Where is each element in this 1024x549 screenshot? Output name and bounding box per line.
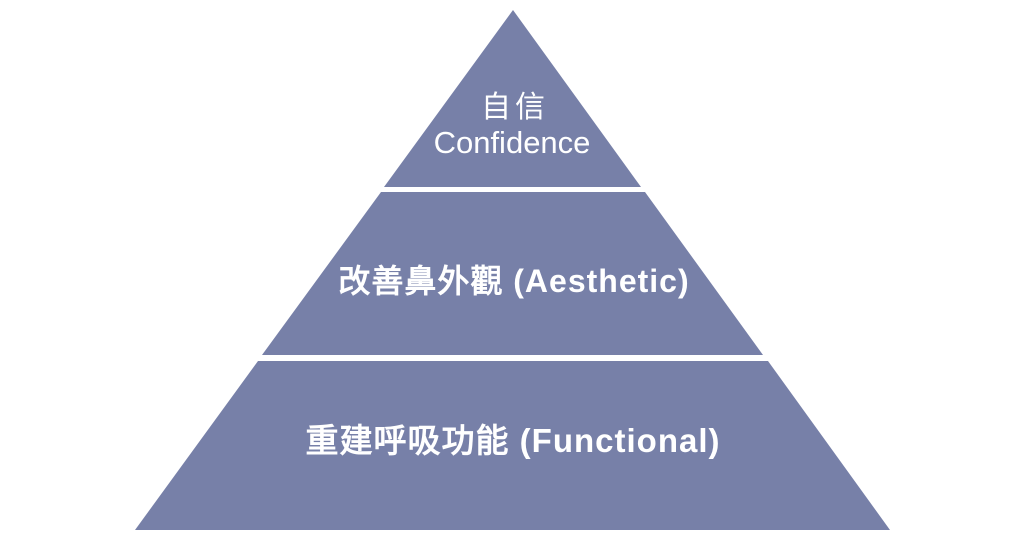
tier-bottom-label: 重建呼吸功能 (Functional): [306, 422, 721, 459]
tier-top-label-en: Confidence: [434, 125, 591, 160]
pyramid-tier-top: [384, 10, 641, 187]
tier-top-label-zh: 自信: [481, 91, 549, 124]
pyramid-tier-middle: [262, 192, 763, 355]
tier-middle-label: 改善鼻外觀 (Aesthetic): [338, 263, 689, 299]
pyramid-tier-bottom: [135, 361, 890, 530]
